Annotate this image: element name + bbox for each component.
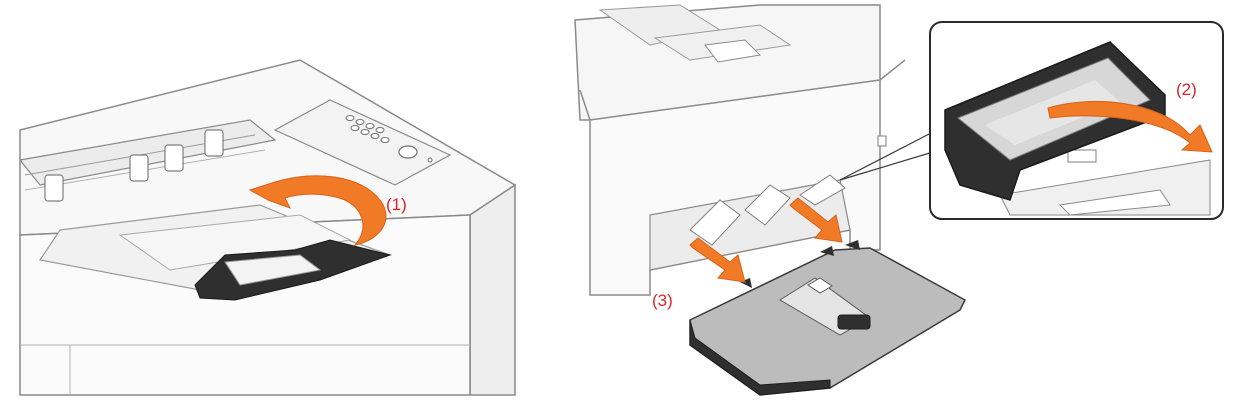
arrow-step3 <box>689 197 843 283</box>
arrow-step1 <box>248 175 387 246</box>
control-panel <box>273 99 452 186</box>
inset-callout <box>929 21 1224 220</box>
dust-cover-front <box>689 319 831 396</box>
arrow-step2 <box>1047 100 1213 153</box>
callout-connector <box>839 131 934 181</box>
output-rollers <box>44 129 224 202</box>
label-step1: (1) <box>386 195 407 214</box>
left-printer-figure <box>18 59 517 396</box>
panel-indicators <box>345 115 390 143</box>
label-step2: (2) <box>1176 80 1197 99</box>
right-printer-figure <box>574 4 966 396</box>
printer-right-side <box>469 183 516 396</box>
label-step3: (3) <box>652 291 673 310</box>
power-button <box>398 145 418 159</box>
